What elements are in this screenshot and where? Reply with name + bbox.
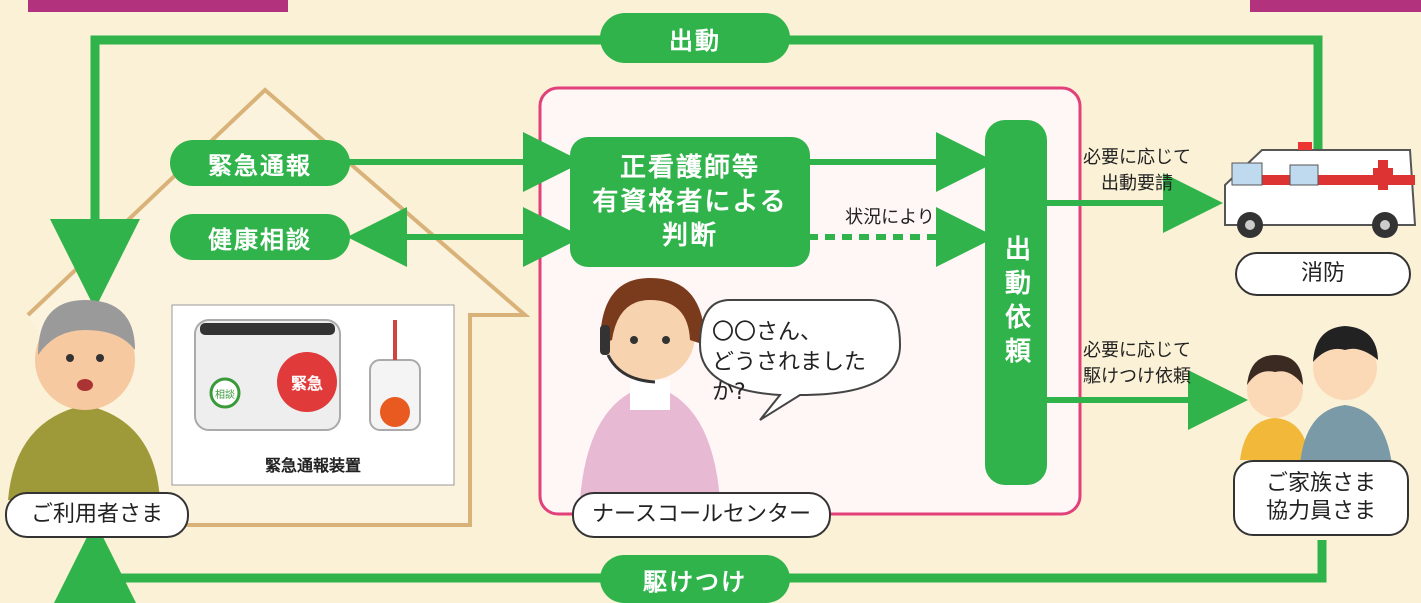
health-consult-pill: 健康相談 — [170, 214, 350, 260]
device-caption: 緊急通報装置 — [264, 456, 361, 475]
fire-note-line-1: 必要に応じて — [1083, 147, 1191, 168]
top-tab-left — [28, 0, 288, 12]
family-label: ご家族さま 協力員さま — [1233, 460, 1409, 536]
fire-note-line-2: 出動要請 — [1101, 173, 1173, 194]
speech-line-1: 〇〇さん、 — [712, 320, 823, 345]
rush-flow-label: 駆けつけ — [600, 555, 790, 603]
family-note-line-1: 必要に応じて — [1083, 340, 1191, 361]
family-note-line-2: 駆けつけ依頼 — [1083, 366, 1191, 387]
family-label-line-1: ご家族さま — [1265, 471, 1376, 496]
judgment-box: 正看護師等 有資格者による 判断 — [570, 137, 810, 267]
emergency-call-pill: 緊急通報 — [170, 140, 350, 186]
family-label-line-2: 協力員さま — [1265, 499, 1376, 524]
consult-button-label: 相談 — [215, 390, 235, 401]
fire-label: 消防 — [1235, 252, 1411, 296]
judgment-line-1: 正看護師等 — [619, 153, 760, 183]
family-illustration — [1240, 326, 1392, 465]
nurse-illustration — [580, 278, 720, 500]
speech-bubble — [698, 299, 902, 421]
speech-line-2: どうされましたか? — [712, 350, 867, 405]
fire-request-note: 必要に応じて 出動要請 — [1062, 145, 1212, 197]
nurse-center-label: ナースコールセンター — [572, 492, 831, 538]
family-request-note: 必要に応じて 駆けつけ依頼 — [1062, 338, 1212, 390]
judgment-line-2: 有資格者による — [592, 187, 788, 217]
emergency-button-label: 緊急 — [290, 374, 323, 393]
user-label: ご利用者さま — [5, 492, 189, 538]
speech-text: 〇〇さん、 どうされましたか? — [712, 318, 892, 408]
user-illustration — [8, 300, 160, 500]
dispatch-flow-label: 出動 — [600, 13, 790, 63]
dispatch-request-bar: 出動依頼 — [985, 120, 1047, 485]
ambulance-icon — [1224, 142, 1417, 238]
dispatch-request-label: 出動依頼 — [1000, 234, 1031, 371]
situation-label: 状況により — [845, 207, 935, 228]
top-tab-right — [1250, 0, 1421, 12]
judgment-line-3: 判断 — [661, 221, 718, 251]
